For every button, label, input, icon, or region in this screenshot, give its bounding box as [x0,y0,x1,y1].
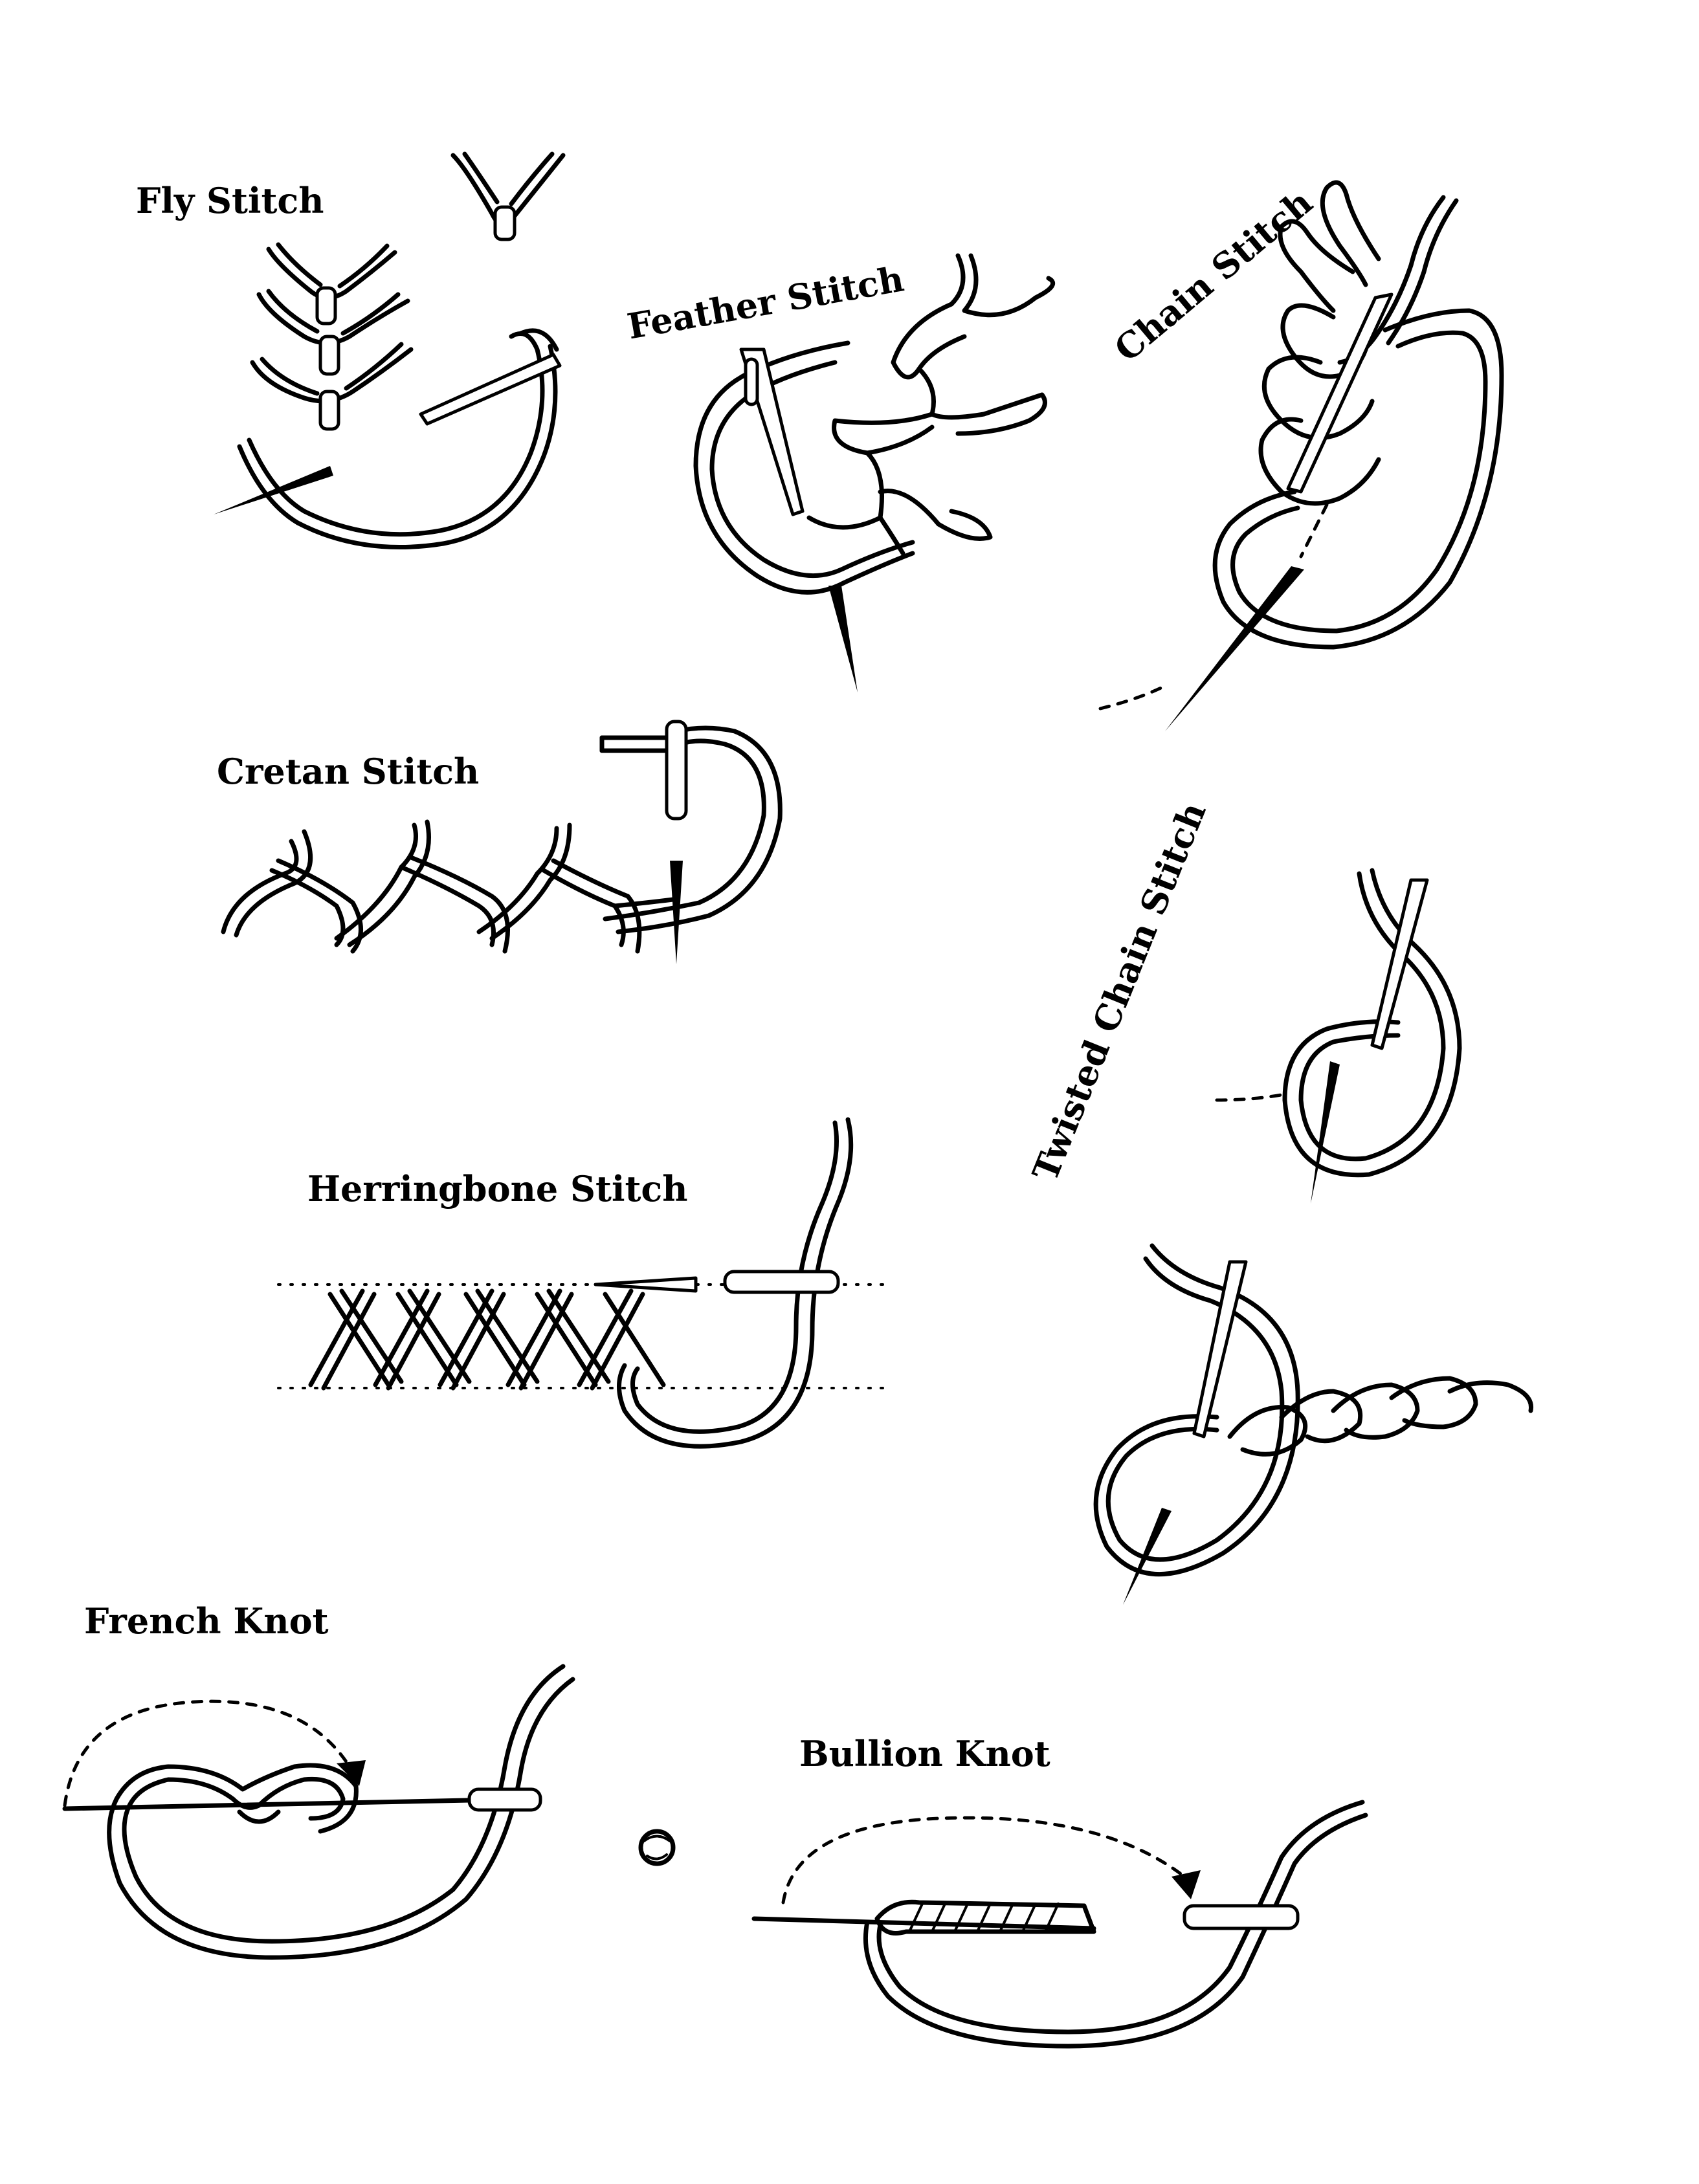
cretan-stitch-label: Cretan Stitch [217,751,480,792]
french-knot-result-icon [638,1829,676,1866]
fly-stitch-chain [250,242,414,431]
french-knot-arrow [63,1699,366,1807]
feather-stitch-branches [806,253,1056,556]
fly-stitch-label: Fly Stitch [136,180,324,221]
french-knot-thread [62,1664,575,1960]
herringbone-working-thread [594,1117,854,1449]
herringbone-stitch-label: Herringbone Stitch [307,1168,688,1209]
french-knot-label: French Knot [84,1600,329,1642]
feather-stitch-loop [693,340,915,692]
bullion-knot-arrow [781,1816,1201,1904]
bullion-knot-label: Bullion Knot [799,1733,1050,1774]
twisted-chain-step-two [1093,1243,1534,1605]
cretan-stitch-working-loop [599,720,783,964]
fly-stitch-single-v [450,151,566,241]
herringbone-crosses [308,1288,666,1391]
bullion-knot-thread [751,1800,1368,2049]
fly-stitch-working-loop [214,328,562,549]
chain-stitch-working-loop [1098,292,1504,731]
twisted-chain-step-one [1215,868,1462,1204]
